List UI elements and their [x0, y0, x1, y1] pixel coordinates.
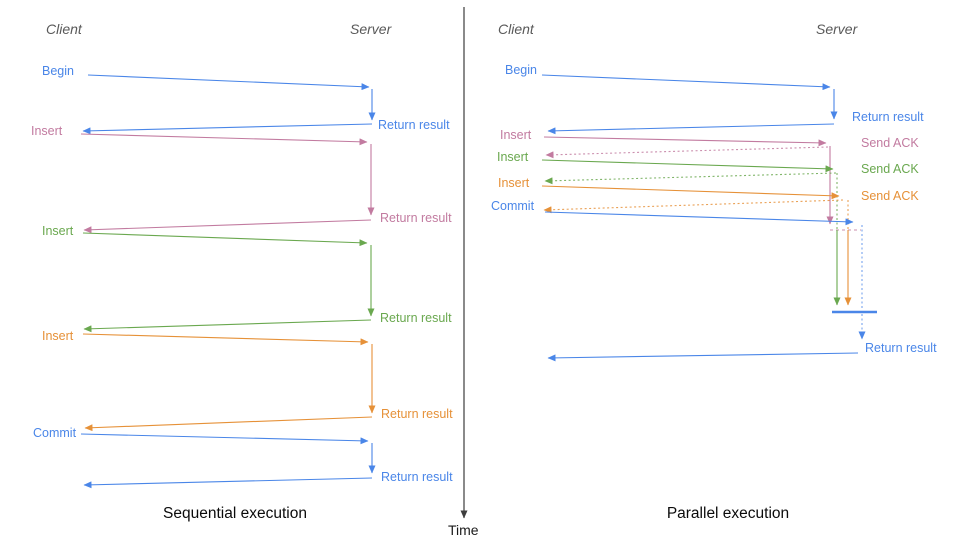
par-insert2-request-arrow	[541, 159, 834, 173]
par-return2-label: Return result	[865, 341, 937, 355]
par-begin-label: Begin	[505, 63, 537, 77]
par-commit-request-arrow	[544, 211, 854, 226]
seq-commit-return-arrow	[83, 477, 373, 489]
seq-begin-return-arrow	[82, 123, 373, 135]
par-ack2-label: Send ACK	[861, 162, 919, 176]
seq-client-header: Client	[46, 21, 82, 37]
seq-insert1-label: Insert	[31, 124, 63, 138]
seq-insert2-return-arrow	[83, 319, 372, 333]
seq-insert1-return-arrow	[83, 219, 372, 234]
par-insert3-ack-dotted-arrow	[543, 199, 844, 214]
par-insert1-label: Insert	[500, 128, 532, 142]
par-ack3-label: Send ACK	[861, 189, 919, 203]
seq-begin-label: Begin	[42, 64, 74, 78]
seq-commit-label: Commit	[33, 426, 77, 440]
par-insert1-request-arrow	[543, 136, 827, 147]
par-panel-caption: Parallel execution	[666, 505, 790, 522]
seq-return5-label: Return result	[381, 470, 453, 484]
par-commit-return-arrow	[547, 352, 859, 362]
time-axis-label: Time	[448, 522, 479, 538]
par-insert2-label: Insert	[497, 150, 529, 164]
seq-insert2-label: Insert	[42, 224, 74, 238]
seq-insert3-label: Insert	[42, 329, 74, 343]
seq-insert3-return-arrow	[84, 416, 373, 432]
seq-commit-request-arrow	[80, 433, 369, 445]
par-insert2-ack-dotted-arrow	[544, 172, 837, 185]
par-client-header: Client	[498, 21, 534, 37]
par-server-header: Server	[816, 21, 858, 37]
par-begin-return-arrow	[547, 123, 835, 135]
seq-insert2-request-arrow	[82, 232, 368, 247]
seq-insert3-request-arrow	[82, 333, 369, 346]
seq-return3-label: Return result	[380, 311, 452, 325]
seq-begin-request-arrow	[87, 74, 370, 91]
seq-return2-label: Return result	[380, 211, 452, 225]
par-commit-label: Commit	[491, 199, 535, 213]
par-insert1-ack-dotted-arrow	[545, 146, 829, 159]
seq-return1-label: Return result	[378, 118, 450, 132]
seq-panel-caption: Sequential execution	[163, 505, 307, 522]
par-ack1-label: Send ACK	[861, 136, 919, 150]
par-begin-request-arrow	[541, 74, 831, 91]
seq-server-header: Server	[350, 21, 392, 37]
par-insert3-label: Insert	[498, 176, 530, 190]
par-insert3-request-arrow	[541, 185, 840, 200]
seq-insert1-request-arrow	[80, 133, 368, 146]
par-return1-label: Return result	[852, 110, 924, 124]
seq-return4-label: Return result	[381, 407, 453, 421]
